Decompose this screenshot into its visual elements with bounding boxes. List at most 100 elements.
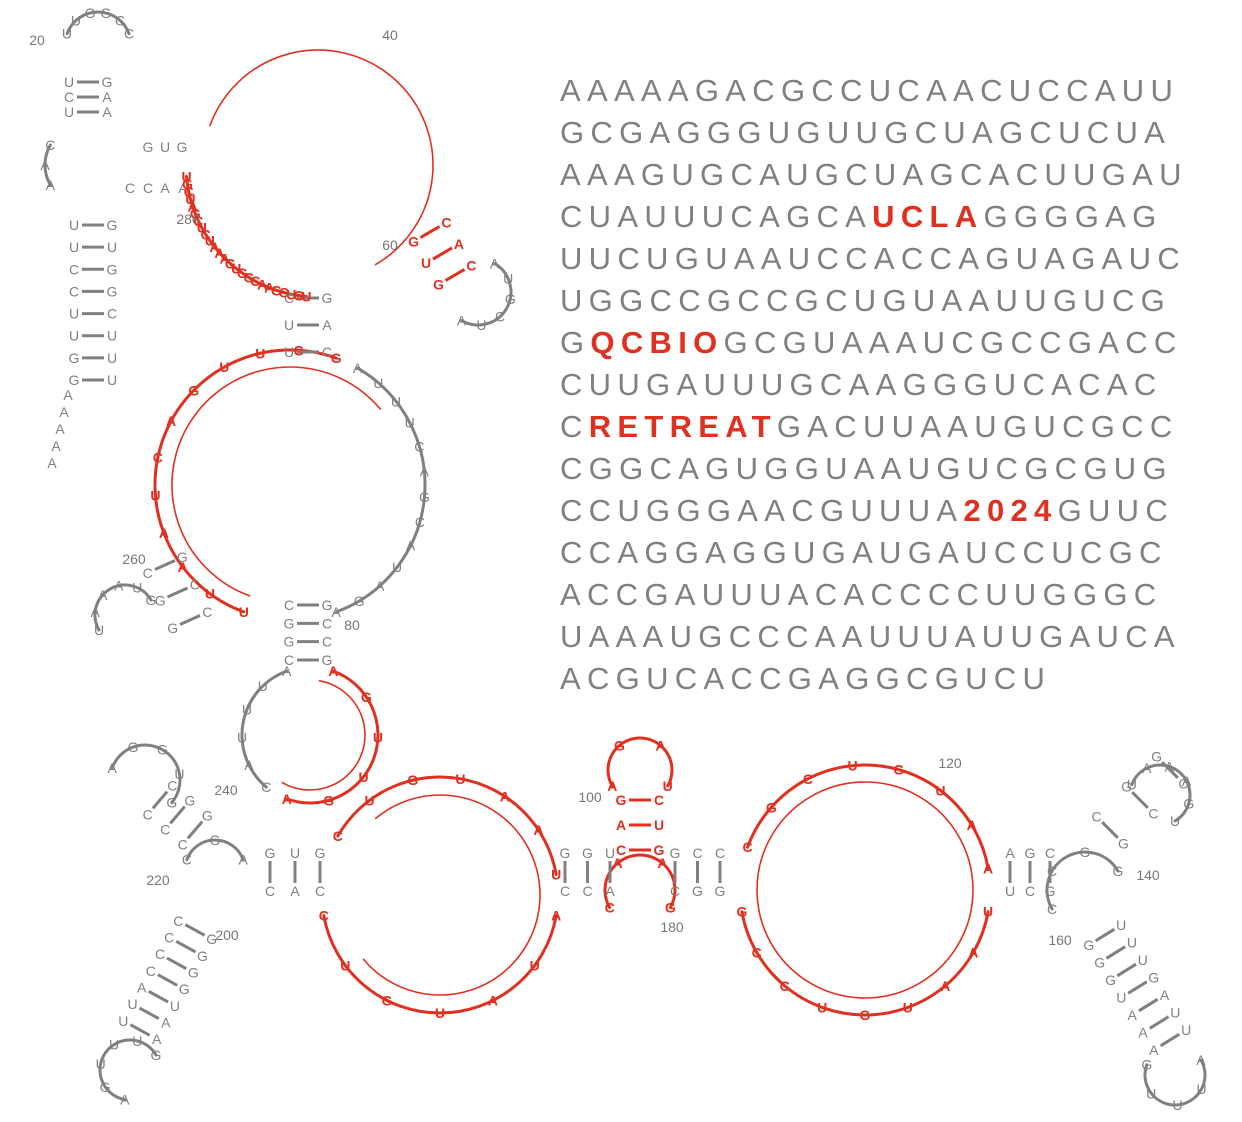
base-letter: A (46, 177, 56, 193)
base-letter: U (405, 415, 415, 431)
base-letter: G (1045, 883, 1056, 899)
base-letter: C (160, 821, 170, 837)
base-letter: C (164, 930, 174, 946)
base-pair-line (166, 956, 188, 970)
base-letter: G (143, 139, 154, 155)
base-letter: A (1182, 773, 1192, 789)
backbone-arc (153, 348, 338, 614)
base-pair-line (184, 923, 206, 937)
base-letter: G (1151, 749, 1162, 765)
sequence-segment: GGGGAG (983, 199, 1163, 234)
base-letter: G (265, 845, 276, 861)
sequence-line: UGGCCGCCGCUGUAAUUGUCG (560, 280, 1230, 322)
base-letter: A (328, 663, 338, 679)
base-letter: C (1025, 883, 1035, 899)
sequence-segment: G (560, 325, 591, 360)
inner-arc (362, 794, 541, 996)
backbone-arc (460, 261, 513, 327)
base-letter: G (433, 277, 444, 293)
base-letter: C (64, 89, 74, 105)
base-pair-line (129, 1023, 151, 1037)
sequence-segment: ACGUCACCGAGGCGUCU (560, 661, 1052, 696)
base-pair-line (154, 559, 176, 571)
base-letter: C (155, 946, 165, 962)
base-letter: C (780, 978, 790, 994)
sequence-line: GCGAGGGUGUUGCUAGCUCUA (560, 112, 1230, 154)
highlighted-word: 2024 (963, 493, 1058, 528)
base-letter: A (47, 455, 57, 471)
base-letter: A (98, 587, 108, 603)
base-letter: U (94, 622, 104, 638)
base-letter: C (124, 26, 134, 42)
base-letter: U (205, 586, 215, 602)
base-letter: G (1112, 863, 1123, 879)
base-letter: G (1121, 779, 1132, 795)
base-letter: G (408, 234, 419, 250)
base-letter: U (286, 286, 296, 302)
base-letter: C (153, 449, 163, 465)
base-letter: G (331, 350, 342, 366)
base-letter: C (333, 828, 343, 844)
base-pair-line (179, 614, 201, 626)
base-letter: U (96, 1056, 106, 1072)
base-letter: C (69, 283, 79, 299)
base-letter: A (968, 945, 978, 961)
base-letter: G (766, 799, 777, 815)
base-letter: C (654, 792, 664, 808)
base-letter: C (1045, 845, 1055, 861)
base-pair-lines (77, 80, 1181, 1048)
base-letter: U (935, 782, 945, 798)
base-letter: U (1170, 813, 1180, 829)
base-letter: C (182, 852, 192, 868)
base-letter: G (284, 615, 295, 631)
base-letter: U (132, 1033, 142, 1049)
base-letter: U (847, 758, 857, 774)
base-letter: G (182, 176, 193, 192)
backbone-arc (65, 10, 131, 36)
base-letter: G (107, 261, 118, 277)
base-letter: A (166, 413, 176, 429)
base-letter: G (167, 620, 178, 636)
sequence-segment: CCUGGGAACGUUUA (560, 493, 964, 528)
base-letter: A (500, 788, 510, 804)
base-letter: G (188, 382, 199, 398)
base-letter: A (454, 236, 464, 252)
base-letter: U (391, 393, 401, 409)
base-letter: C (560, 883, 570, 899)
base-letter: G (582, 845, 593, 861)
base-letter: U (817, 999, 827, 1015)
base-letter: C (143, 806, 153, 822)
sequence-segment: GUUC (1057, 493, 1175, 528)
base-pair-line (169, 805, 186, 825)
base-letter: U (62, 26, 72, 42)
base-letter: C (670, 883, 680, 899)
base-letter: C (244, 269, 254, 285)
base-letter: A (322, 317, 332, 333)
base-letter: A (1165, 758, 1175, 774)
base-letter: G (146, 592, 157, 608)
base-letter: C (173, 913, 183, 929)
base-letter: A (102, 104, 112, 120)
base-letter: G (284, 634, 295, 650)
base-letter: A (40, 157, 50, 173)
base-letter: U (107, 328, 117, 344)
base-letter: A (656, 737, 666, 753)
base-pair-line (432, 246, 453, 261)
base-letter: A (457, 313, 467, 329)
base-letter: U (181, 169, 191, 185)
inner-arc (171, 366, 382, 597)
base-letter: C (284, 652, 294, 668)
base-letter: A (188, 199, 198, 215)
base-letter: U (150, 488, 160, 504)
base-letter: A (1138, 1025, 1148, 1041)
base-letter: G (197, 948, 208, 964)
base-letter: U (503, 271, 513, 287)
base-letter: A (90, 604, 100, 620)
sequence-line: AAAAAGACGCCUCAACUCCAUU (560, 70, 1230, 112)
base-letter: C (495, 309, 505, 325)
backbone-arc (334, 366, 427, 614)
sequence-line: ACCGAUUUACACCCCUUGGGC (560, 574, 1230, 616)
base-letter: U (373, 729, 383, 745)
base-pair-line (1094, 927, 1116, 943)
